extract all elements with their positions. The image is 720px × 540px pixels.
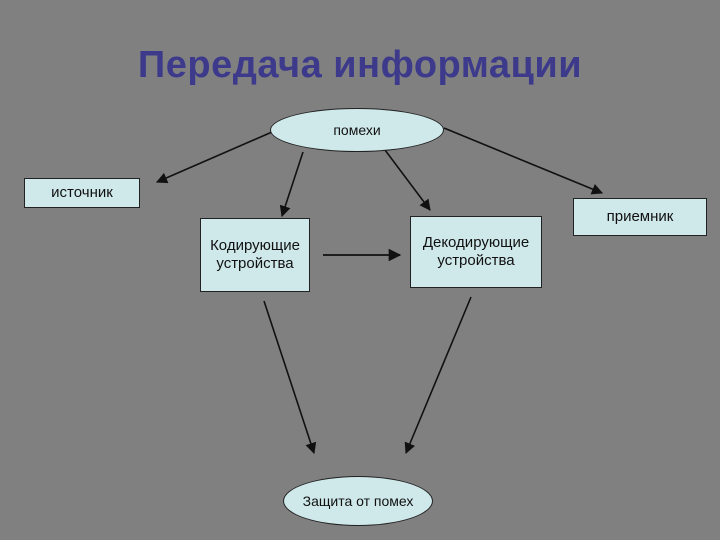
arrow-pomekhi-to-priemnik [443,127,604,195]
node-zashchita: Защита от помех [283,476,433,526]
arrow-pomekhi-to-istochnik [155,131,273,184]
diagram-title: Передача информации [137,44,583,86]
node-dekodiruyushchie: Декодирующие устройства [410,216,542,288]
arrow-pomekhi-to-dekodir [384,149,431,211]
node-pomekhi: помехи [270,108,444,152]
arrow-pomekhi-to-kodir [279,151,304,218]
arrow-kodir-to-zashchita [263,300,317,455]
node-priemnik: приемник [573,198,707,236]
arrow-dekodir-to-zashchita [404,296,472,455]
node-kodiruyushchie: Кодирующие устройства [200,218,310,292]
node-istochnik: источник [24,178,140,208]
